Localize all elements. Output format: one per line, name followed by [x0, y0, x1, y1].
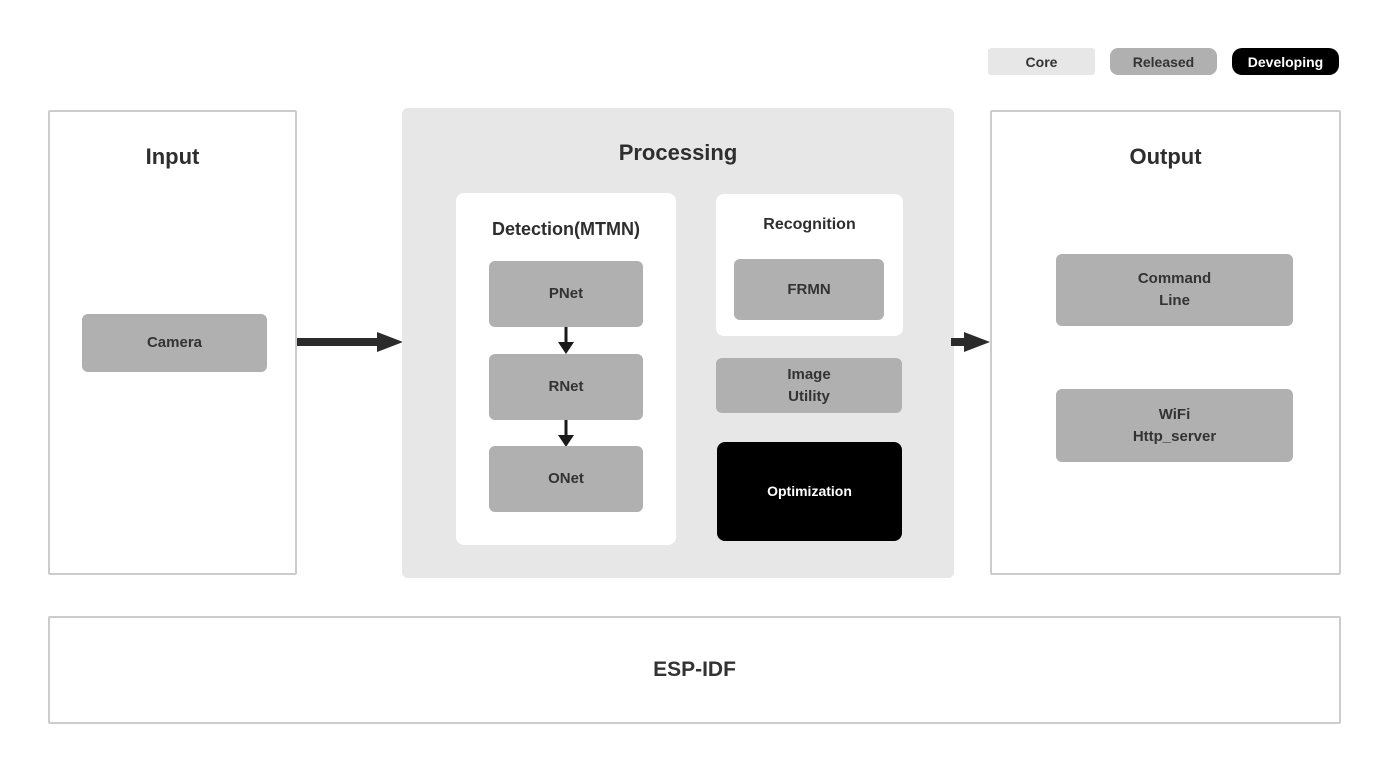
- arrow-head-icon: [964, 332, 990, 352]
- legend-item-released: Released: [1110, 48, 1217, 75]
- output-panel: Output Command Line WiFi Http_server: [990, 110, 1341, 575]
- arrow-head-icon: [377, 332, 403, 352]
- detection-group-title: Detection(MTMN): [492, 219, 640, 239]
- arrow-rnet-to-onet: [558, 420, 574, 447]
- node-image-utility: Image Utility: [716, 358, 902, 413]
- arrow-line: [297, 338, 379, 346]
- recognition-group: Recognition FRMN: [716, 194, 903, 336]
- input-panel: Input Camera: [48, 110, 297, 575]
- detection-group: Detection(MTMN) PNet RNet ONet: [456, 193, 676, 545]
- node-command-line: Command Line: [1056, 254, 1293, 326]
- arrow-processing-to-output: [951, 332, 990, 352]
- arrow-input-to-processing: [297, 332, 403, 352]
- arrow-head-icon: [558, 435, 574, 447]
- node-wifi-http-server: WiFi Http_server: [1056, 389, 1293, 462]
- esp-idf-label: ESP-IDF: [653, 658, 736, 681]
- node-camera: Camera: [82, 314, 267, 372]
- input-panel-title: Input: [145, 144, 200, 169]
- legend-item-core: Core: [988, 48, 1095, 75]
- recognition-group-title: Recognition: [763, 216, 856, 233]
- esp-idf-panel: ESP-IDF: [48, 616, 1341, 724]
- processing-panel-title: Processing: [618, 140, 738, 165]
- output-panel-title: Output: [1129, 144, 1202, 169]
- legend: Core Released Developing: [988, 48, 1339, 75]
- node-pnet: PNet: [489, 261, 643, 327]
- node-optimization: Optimization: [717, 442, 902, 541]
- arrow-line: [564, 420, 568, 437]
- legend-item-developing: Developing: [1232, 48, 1339, 75]
- arrow-line: [564, 327, 568, 344]
- node-rnet: RNet: [489, 354, 643, 420]
- node-onet: ONet: [489, 446, 643, 512]
- processing-panel: Processing Detection(MTMN) PNet RNet ONe…: [402, 108, 954, 578]
- arrow-head-icon: [558, 342, 574, 354]
- node-frmn: FRMN: [734, 259, 884, 320]
- arrow-line: [951, 338, 967, 346]
- arrow-pnet-to-rnet: [558, 327, 574, 354]
